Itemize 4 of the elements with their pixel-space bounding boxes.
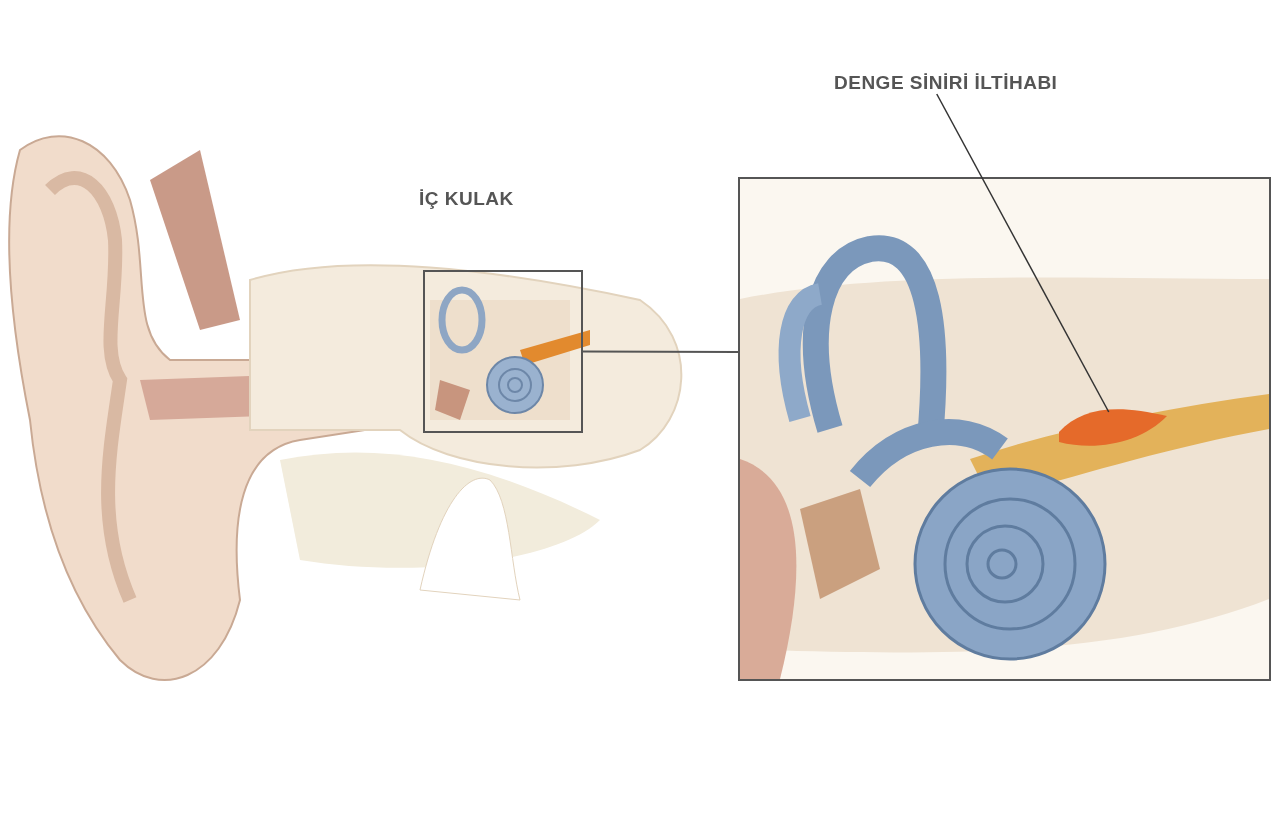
- zoom-connector-line: [582, 350, 739, 353]
- region-label: İÇ KULAK: [419, 188, 514, 210]
- leader-line: [936, 93, 1110, 413]
- callout-label: DENGE SİNİRİ İLTİHABI: [834, 72, 1058, 94]
